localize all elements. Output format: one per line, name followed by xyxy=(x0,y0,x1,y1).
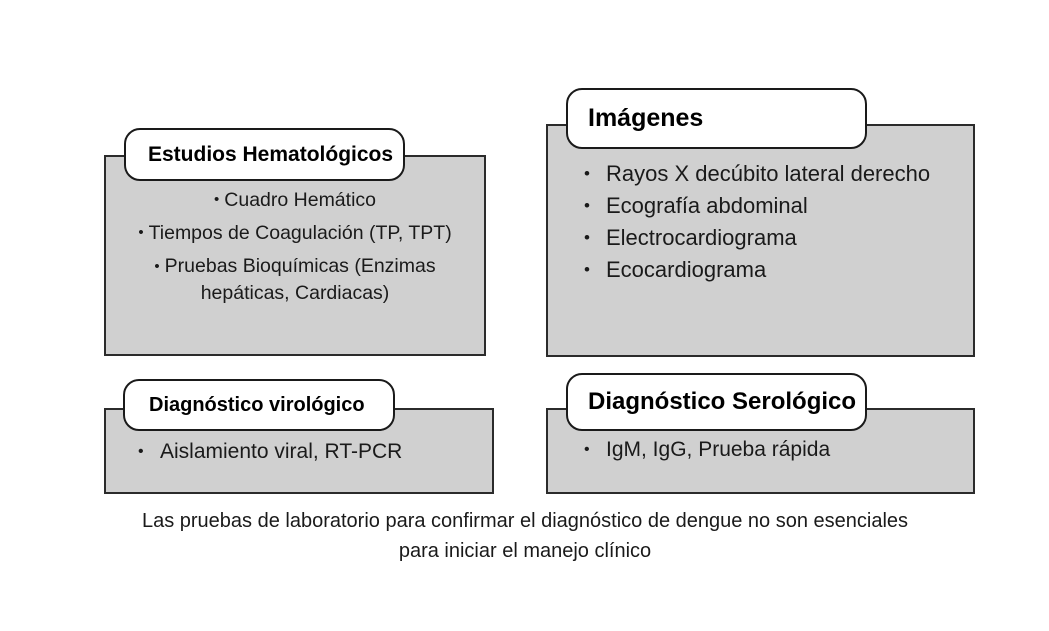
list-item-label: Tiempos de Coagulación (TP, TPT) xyxy=(148,222,452,245)
panel-header-virologico: Diagnóstico virológico xyxy=(123,379,395,431)
panel-title: Imágenes xyxy=(588,103,704,132)
panel-title: Estudios Hematológicos xyxy=(148,142,394,166)
serologico-list: • IgM, IgG, Prueba rápida xyxy=(580,436,941,464)
bullet-icon: • xyxy=(584,196,590,215)
panel-imagenes-body: • Rayos X decúbito lateral derecho • Ecogr… xyxy=(548,159,973,287)
panel-serologico-body: • IgM, IgG, Prueba rápida xyxy=(548,436,973,464)
list-item-label: Aislamiento viral, RT-PCR xyxy=(160,440,403,463)
list-item: • Electrocardiograma xyxy=(580,223,941,253)
panel-title: Diagnóstico virológico xyxy=(149,394,365,416)
bullet-icon: • xyxy=(584,164,590,183)
list-item-label: Rayos X decúbito lateral derecho xyxy=(606,161,931,186)
imagenes-list: • Rayos X decúbito lateral derecho • Ecogr… xyxy=(580,159,941,285)
bullet-icon: • xyxy=(584,441,590,458)
panel-header-hematologicos: Estudios Hematológicos xyxy=(124,128,405,181)
list-item-label: Cuadro Hemático xyxy=(224,189,376,211)
bullet-icon: • xyxy=(138,443,144,460)
bullet-icon: • xyxy=(584,228,590,247)
panel-hematologicos: •Cuadro Hemático •Tiempos de Coagulación… xyxy=(104,155,486,356)
list-item: •Cuadro Hemático xyxy=(122,187,468,213)
bullet-icon: • xyxy=(154,257,160,275)
list-item: •Tiempos de Coagulación (TP, TPT) xyxy=(122,220,468,246)
list-item: • Rayos X decúbito lateral derecho xyxy=(580,159,941,189)
panel-virologico-body: • Aislamiento viral, RT-PCR xyxy=(106,438,492,466)
bullet-icon: • xyxy=(138,224,144,242)
list-item-label: Ecocardiograma xyxy=(606,257,767,282)
panel-header-imagenes: Imágenes xyxy=(566,88,867,149)
list-item: • Aislamiento viral, RT-PCR xyxy=(134,438,464,466)
panel-imagenes: • Rayos X decúbito lateral derecho • Ecogr… xyxy=(546,124,975,357)
list-item: •Pruebas Bioquímicas (Enzimas hepáticas,… xyxy=(122,253,468,305)
list-item-label: Ecografía abdominal xyxy=(606,193,808,218)
list-item: • Ecografía abdominal xyxy=(580,191,941,221)
bullet-icon: • xyxy=(584,260,590,279)
panel-hematologicos-body: •Cuadro Hemático •Tiempos de Coagulación… xyxy=(106,187,484,313)
panel-header-serologico: Diagnóstico Serológico xyxy=(566,373,867,431)
hematologicos-list: •Cuadro Hemático •Tiempos de Coagulación… xyxy=(122,187,468,306)
panel-title: Diagnóstico Serológico xyxy=(588,387,857,415)
list-item: • Ecocardiograma xyxy=(580,255,941,285)
list-item-label: Electrocardiograma xyxy=(606,225,797,250)
bullet-icon: • xyxy=(214,191,220,209)
list-item-label: Pruebas Bioquímicas (Enzimas hepáticas, … xyxy=(164,255,436,304)
list-item-label: IgM, IgG, Prueba rápida xyxy=(606,438,831,461)
list-item: • IgM, IgG, Prueba rápida xyxy=(580,436,941,464)
virologico-list: • Aislamiento viral, RT-PCR xyxy=(134,438,464,466)
diagram-caption: Las pruebas de laboratorio para confirma… xyxy=(141,510,909,562)
